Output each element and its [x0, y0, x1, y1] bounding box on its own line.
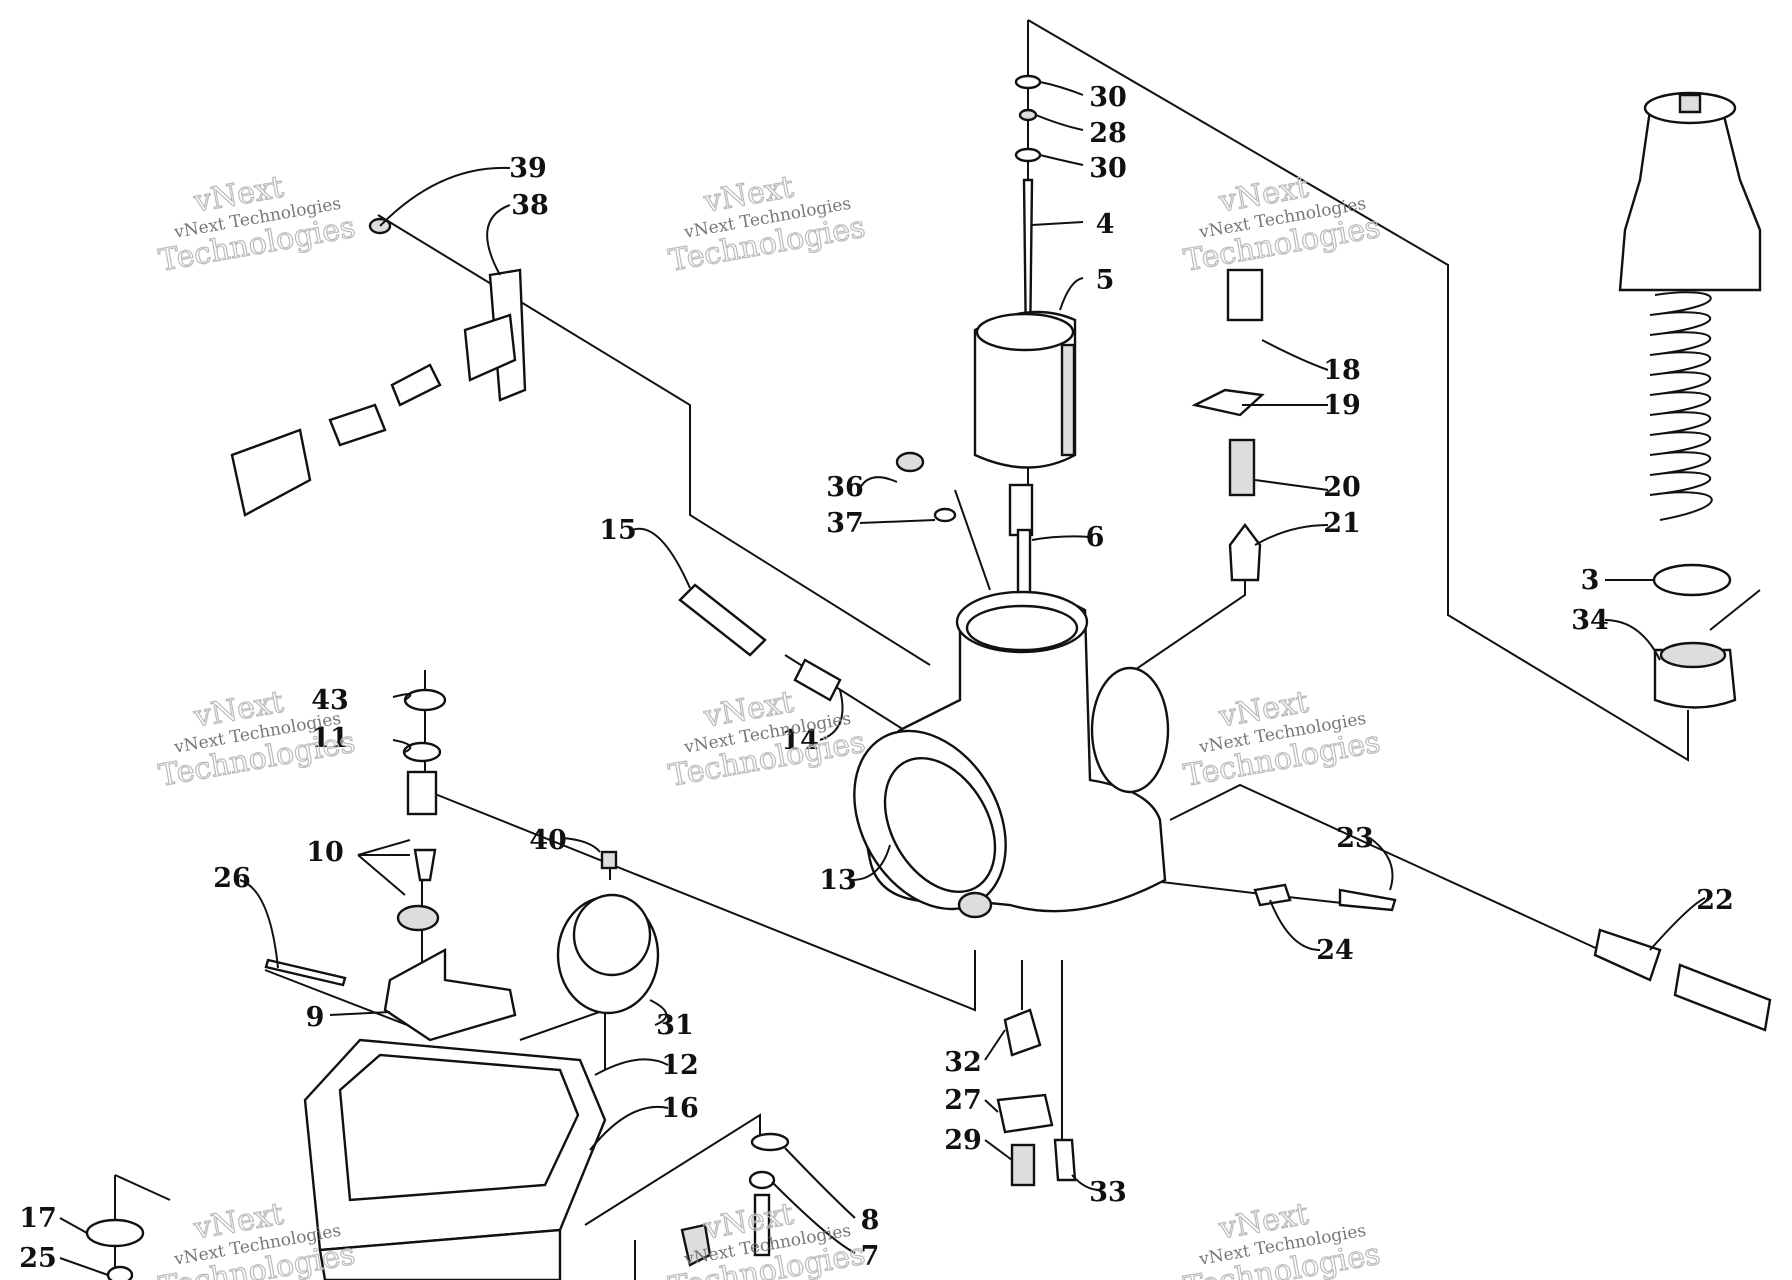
part-number-label: 39 [509, 153, 547, 184]
part-spring [1649, 291, 1713, 521]
part-number-label: 10 [306, 837, 344, 868]
part-number-label: 13 [819, 865, 857, 896]
part-cable-38-39 [230, 217, 527, 517]
part-number-label: 37 [826, 508, 864, 539]
part-number-label: 28 [1089, 118, 1127, 149]
part-number-label: 34 [1571, 605, 1609, 636]
part-needle-jet-10 [396, 688, 447, 932]
part-number-label: 7 [861, 1241, 880, 1272]
part-number-label: 8 [861, 1205, 880, 1236]
part-number-label: 38 [511, 190, 549, 221]
part-pilot-screw-15-14 [678, 583, 842, 702]
part-float-arm-9 [383, 947, 517, 1042]
part-number-label: 9 [306, 1002, 325, 1033]
part-number-label: 3 [1581, 565, 1600, 596]
part-carburetor-body [853, 590, 1170, 919]
part-air-screw-18-21 [1191, 268, 1265, 582]
part-number-label: 26 [213, 863, 251, 894]
part-float-31-40 [556, 850, 660, 1015]
part-number-label: 43 [311, 685, 349, 716]
part-number-label: 33 [1089, 1177, 1127, 1208]
part-number-label: 30 [1089, 82, 1127, 113]
part-float-bowl-12 [303, 1038, 607, 1280]
part-number-label: 18 [1323, 355, 1361, 386]
part-rod-22 [1593, 928, 1772, 1032]
part-number-label: 17 [19, 1203, 57, 1234]
part-number-label: 14 [781, 725, 819, 756]
part-number-label: 16 [661, 1093, 699, 1124]
part-number-label: 4 [1096, 209, 1115, 240]
part-pin-26 [264, 958, 347, 987]
part-cap-3-34 [1652, 563, 1737, 709]
part-number-label: 40 [529, 825, 567, 856]
part-number-label: 29 [944, 1125, 982, 1156]
part-screws-7-8 [680, 1132, 790, 1267]
part-screw-23-24 [1253, 883, 1397, 912]
part-screw-36-37 [895, 451, 957, 523]
part-number-label: 31 [656, 1010, 694, 1041]
part-main-jet-32-27-29 [996, 1008, 1054, 1187]
part-number-label: 32 [944, 1047, 982, 1078]
part-number-label: 27 [944, 1085, 982, 1116]
part-number-label: 30 [1089, 153, 1127, 184]
part-number-label: 20 [1323, 472, 1361, 503]
part-washers-top [1014, 74, 1042, 163]
part-number-label: 15 [599, 515, 637, 546]
part-number-label: 24 [1316, 935, 1354, 966]
part-number-label: 23 [1336, 823, 1374, 854]
part-throttle-valve [973, 310, 1077, 469]
part-number-label: 19 [1323, 390, 1361, 421]
part-number-label: 6 [1086, 522, 1105, 553]
part-number-label: 11 [311, 723, 349, 754]
leader-lines [59, 81, 1706, 1276]
part-number-label: 21 [1323, 508, 1361, 539]
part-number-label: 5 [1096, 265, 1115, 296]
part-drain-33 [1053, 1138, 1077, 1182]
part-number-label: 36 [826, 472, 864, 503]
part-spring-housing-top-right [1618, 91, 1762, 292]
part-number-label: 25 [19, 1243, 57, 1274]
part-throttle-stop-shaft [1008, 483, 1034, 627]
part-number-label: 22 [1696, 885, 1734, 916]
part-number-label: 12 [661, 1050, 699, 1081]
